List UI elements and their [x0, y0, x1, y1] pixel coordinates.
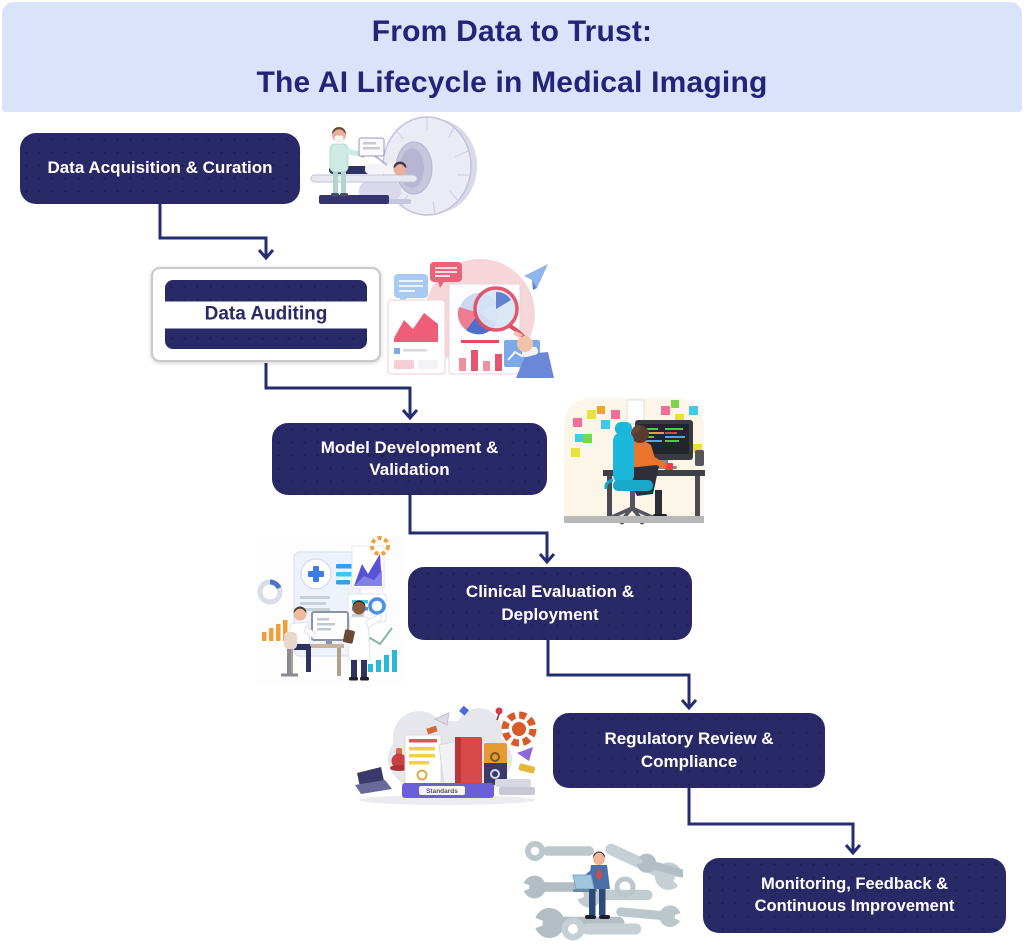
step-box-regulatory-review: Regulatory Review & Compliance — [553, 713, 825, 788]
pins-icon — [426, 705, 536, 774]
step-label-clinical-evaluation: Clinical Evaluation & Deployment — [465, 582, 635, 624]
data-auditing-label-stripe: Data Auditing — [165, 301, 367, 328]
monitoring-maintenance-illustration — [523, 837, 683, 941]
speech-bubbles-icon — [394, 262, 462, 305]
laptop-icon — [355, 767, 392, 794]
technician-with-laptop-icon — [572, 851, 610, 919]
step-label-data-acquisition: Data Acquisition & Curation — [47, 158, 273, 178]
regulatory-compliance-illustration: Standards — [355, 705, 537, 805]
arrow-step5-to-step6 — [687, 788, 853, 853]
title-banner: From Data to Trust: The AI Lifecycle in … — [2, 2, 1022, 112]
gear-icon — [501, 711, 537, 747]
stats-icons — [257, 579, 397, 672]
ring-icon — [614, 876, 636, 898]
speaker-icon — [695, 450, 704, 466]
compliance-document-icon — [404, 734, 442, 786]
clinical-evaluation-illustration — [256, 536, 404, 684]
wrenches-icon — [523, 837, 683, 941]
step-box-data-auditing: Data Auditing — [151, 267, 381, 362]
analytics-chart-icon — [351, 536, 390, 589]
arrow-step1-to-step2 — [158, 204, 266, 258]
arrow-step4-to-step5 — [546, 640, 689, 708]
arrow-step3-to-step4 — [408, 495, 547, 562]
console-monitor-icon — [358, 137, 388, 166]
step-label-regulatory-review: Regulatory Review & Compliance — [604, 729, 774, 771]
standards-binder-icon: Standards — [402, 779, 535, 798]
step-box-data-acquisition: Data Acquisition & Curation — [20, 133, 300, 204]
title-line-2: The AI Lifecycle in Medical Imaging — [256, 65, 768, 99]
mug-icon — [665, 463, 673, 470]
step-label-model-development: Model Development & Validation — [320, 437, 499, 479]
step-box-clinical-evaluation: Clinical Evaluation & Deployment — [408, 567, 692, 640]
seated-doctor-icon — [281, 606, 317, 677]
analyst-hand-icon — [513, 331, 554, 378]
stamp-icon — [390, 748, 408, 771]
magnifier-icon — [473, 286, 528, 342]
title-line-1: From Data to Trust: — [371, 14, 653, 48]
paper-plane-icon — [524, 264, 548, 290]
developer-workstation-illustration — [564, 398, 705, 525]
arrow-step2-to-step3 — [264, 363, 410, 418]
mri-scanner-illustration — [310, 116, 477, 216]
floor-icon — [564, 516, 704, 523]
step-box-model-development: Model Development & Validation — [272, 423, 547, 495]
standards-label: Standards — [426, 788, 458, 795]
data-audit-illustration — [387, 259, 554, 378]
standing-doctor-icon — [342, 600, 383, 681]
bar-chart-icon — [459, 350, 502, 371]
step-label-monitoring-feedback: Monitoring, Feedback & Continuous Improv… — [754, 875, 955, 915]
workstation-icon — [286, 611, 349, 676]
ring-binder-icon — [484, 743, 507, 785]
red-binder-spine — [455, 737, 461, 785]
data-auditing-inner-panel: Data Auditing — [165, 280, 367, 349]
step-box-monitoring-feedback: Monitoring, Feedback & Continuous Improv… — [703, 858, 1006, 933]
trend-card-icon — [387, 299, 446, 375]
red-binder-icon — [455, 737, 482, 785]
step-label-data-auditing: Data Auditing — [204, 303, 328, 325]
